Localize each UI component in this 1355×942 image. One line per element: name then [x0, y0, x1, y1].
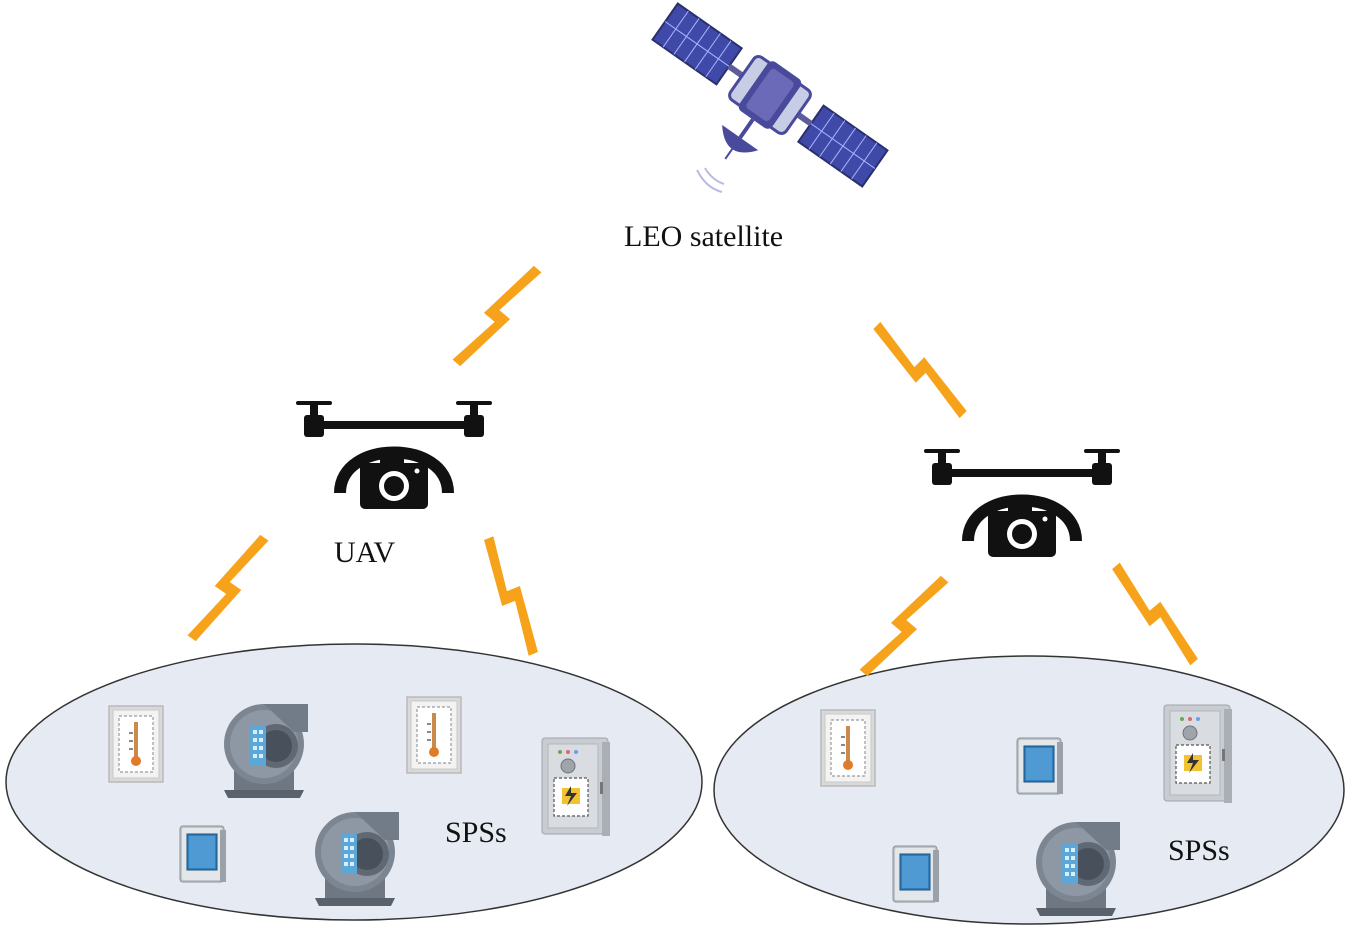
link-bolt-uav-left-sps-b	[476, 534, 546, 658]
satellite-icon	[651, 2, 889, 188]
satellite-signal-arcs	[696, 167, 725, 193]
satellite-label: LEO satellite	[624, 220, 784, 253]
thermometer-panel-icon	[108, 705, 164, 783]
sps-label-right: SPSs	[1168, 834, 1230, 867]
display-terminal-icon	[892, 845, 940, 903]
link-bolt-satellite-uav-right	[867, 317, 973, 423]
power-cabinet-icon	[541, 737, 611, 837]
link-bolt-satellite-uav-left	[447, 260, 547, 372]
link-bolt-uav-left-sps-a	[182, 530, 274, 646]
drone-camera-icon-right	[924, 449, 1120, 557]
sps-label-left: SPSs	[445, 816, 507, 849]
uav-label: UAV	[334, 536, 396, 569]
display-terminal-icon	[179, 825, 227, 883]
drone-camera-icon-left	[296, 401, 492, 509]
thermometer-panel-icon	[820, 709, 876, 787]
display-terminal-icon	[1016, 737, 1064, 795]
power-cabinet-icon	[1163, 704, 1233, 804]
thermometer-panel-icon	[406, 696, 462, 774]
link-bolt-uav-right-sps-b	[1105, 558, 1205, 670]
